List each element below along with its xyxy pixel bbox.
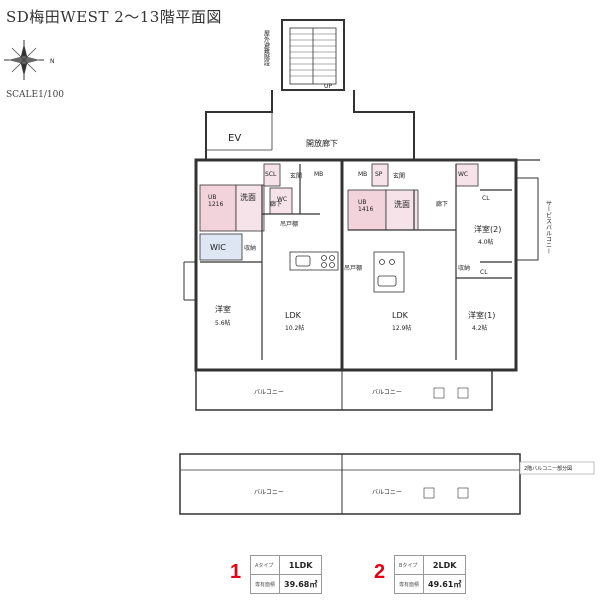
interior-walls — [200, 164, 512, 360]
plan-title: SD梅田WEST 2～13階平面図 — [6, 8, 222, 26]
genkan-a-label: 玄関 — [290, 172, 302, 180]
wet-areas — [199, 163, 479, 261]
type-b-area-label: 専有面積 — [393, 574, 425, 594]
youshitsu-a-label: 洋室 — [215, 304, 231, 314]
type-a-type-label: Aタイプ — [249, 555, 281, 575]
wic-label: WIC — [210, 243, 226, 252]
youshitsu2-label: 洋室(2) — [474, 224, 501, 234]
type-a-table: Aタイプ 1LDK 専有面積 39.68㎡ — [249, 555, 323, 594]
scale-label: SCALE1/100 — [6, 90, 65, 100]
kitchen-b — [373, 251, 405, 293]
type-b-area: 49.61㎡ — [423, 574, 467, 594]
senmen-b-label: 洗面 — [394, 199, 410, 209]
ldk-a-label: LDK — [285, 311, 302, 320]
kitchen-a — [289, 251, 339, 271]
tsuri-b-label: 吊戸棚 — [344, 264, 362, 272]
youshitsu2-size: 4.0帖 — [478, 238, 494, 246]
type-b-type-label: Bタイプ — [393, 555, 425, 575]
sp-label: SP — [375, 171, 383, 178]
type-b-number: 2 — [374, 561, 386, 583]
corridor-label: 開放廊下 — [306, 138, 338, 148]
balcony-lower-a-label: バルコニー — [254, 489, 284, 496]
type-a-number: 1 — [230, 561, 242, 583]
common-area — [205, 90, 540, 161]
type-b-table: Bタイプ 2LDK 専有面積 49.61㎡ — [393, 555, 467, 594]
ldk-a-size: 10.2帖 — [285, 324, 304, 332]
genkan-b-label: 玄関 — [393, 172, 405, 180]
balcony-upper-b-label: バルコニー — [372, 389, 402, 396]
mb-b-label: MB — [358, 171, 367, 178]
cl-1-label: CL — [480, 269, 488, 276]
youshitsu-a-size: 5.6帖 — [215, 319, 231, 327]
rouka-b-label: 廊下 — [436, 200, 448, 208]
type-a-area-label: 専有面積 — [249, 574, 281, 594]
shuno-b-label: 収納 — [458, 264, 470, 272]
stair-label: 屋外避難階段 — [263, 30, 270, 67]
shuno-a-label: 収納 — [244, 244, 256, 252]
balcony-upper-a-label: バルコニー — [254, 389, 284, 396]
senmen-a-label: 洗面 — [240, 192, 256, 202]
service-balcony-label: サービスバルコニー — [545, 200, 552, 254]
type-a-layout: 1LDK — [279, 555, 323, 575]
youshitsu1-size: 4.2帖 — [472, 324, 488, 332]
balcony-note: 2階バルコニー部分図 — [524, 465, 572, 472]
balcony-lower-b-label: バルコニー — [372, 489, 402, 496]
youshitsu1-label: 洋室(1) — [468, 310, 495, 320]
balcony-lower — [179, 453, 521, 515]
outdoor-stair — [281, 19, 345, 91]
ldk-b-size: 12.9帖 — [392, 324, 411, 332]
balcony-upper — [195, 369, 493, 411]
ev-label: EV — [228, 133, 241, 144]
wc-a-label: WC — [277, 196, 287, 203]
compass-n-label: N — [50, 58, 55, 65]
mb-a-label: MB — [314, 171, 323, 178]
type-a-area: 39.68㎡ — [279, 574, 323, 594]
up-label: UP — [324, 83, 332, 90]
type-b-layout: 2LDK — [423, 555, 467, 575]
rouka-a-label: 廊下 — [270, 200, 282, 208]
tsuri-a-label: 吊戸棚 — [280, 220, 298, 228]
ldk-b-label: LDK — [392, 311, 409, 320]
scl-label: SCL — [265, 171, 277, 178]
compass-icon — [4, 40, 44, 80]
wc-b-label: WC — [458, 171, 468, 178]
cl-2-label: CL — [482, 195, 490, 202]
